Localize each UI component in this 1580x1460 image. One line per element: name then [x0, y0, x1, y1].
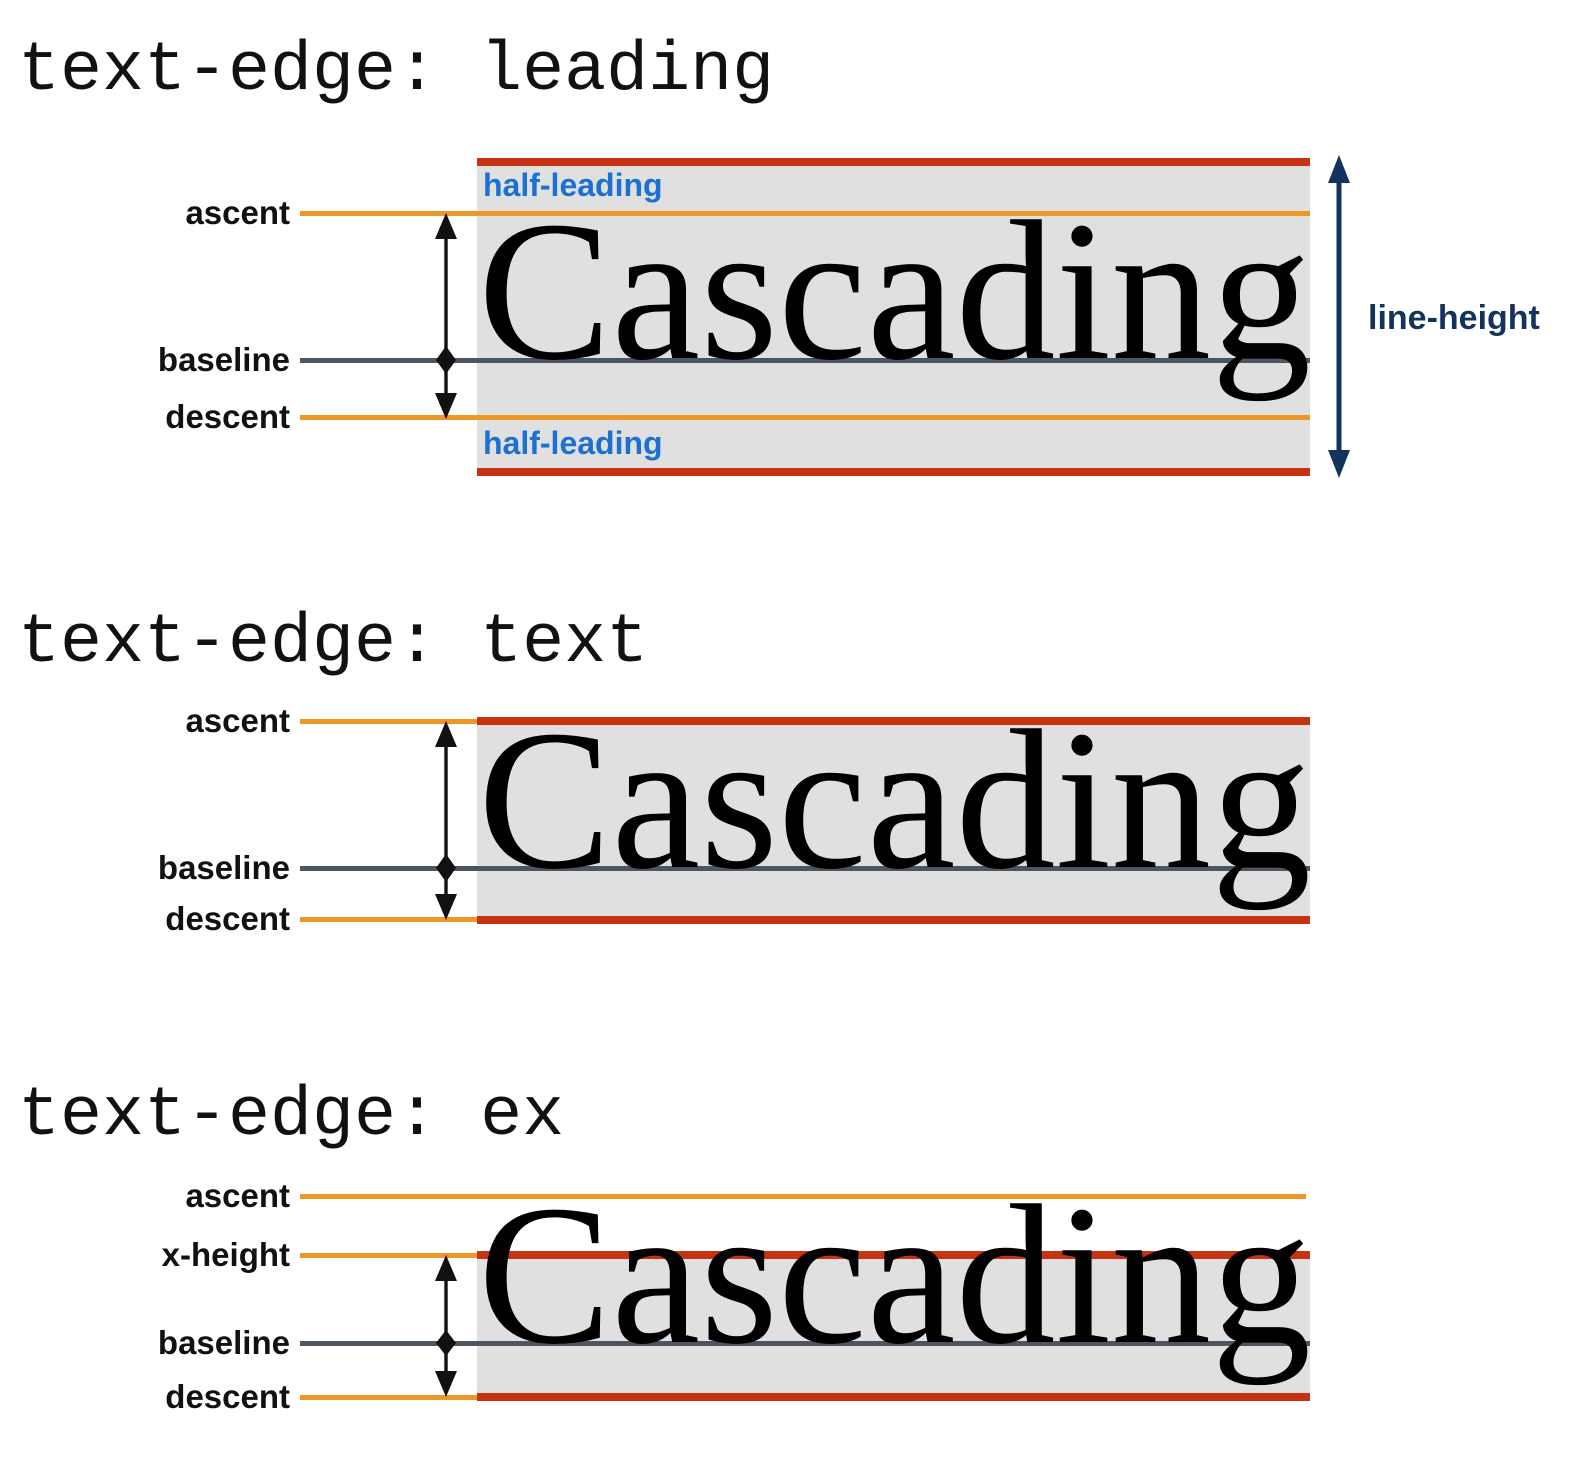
line-box-top-edge-leading [477, 158, 1310, 166]
ascent-line-ex [300, 1194, 1306, 1199]
descent-label-ex: descent [165, 1378, 290, 1415]
descent-line-ex [300, 1395, 477, 1400]
line-box-bottom-edge-ex [477, 1393, 1310, 1401]
baseline-line-leading [300, 358, 1310, 363]
baseline-label-leading: baseline [157, 341, 290, 378]
ascent-label-text: ascent [185, 702, 290, 739]
section-title-text: text-edge: text [18, 604, 649, 683]
sample-text-text: Cascading [478, 690, 1312, 911]
ascent-descent-arrow-icon [435, 721, 457, 920]
baseline-line-ex [300, 1341, 1310, 1346]
section-title-ex: text-edge: ex [18, 1077, 565, 1156]
half-leading-bottom-label: half-leading [483, 425, 663, 461]
baseline-line-text [300, 866, 1310, 871]
sample-text-leading: Cascading [478, 181, 1312, 402]
ascent-line-text [300, 719, 477, 724]
descent-line-leading [300, 415, 1310, 420]
x-height-label-ex: x-height [161, 1236, 290, 1273]
line-height-label: line-height [1368, 299, 1540, 337]
line-box-top-edge-ex [477, 1251, 1310, 1259]
x-height-descent-arrow-icon [435, 1255, 457, 1397]
line-box-ex [477, 1259, 1310, 1394]
ascent-line-leading [300, 211, 1310, 216]
line-box-bottom-edge-leading [477, 468, 1310, 476]
line-box-top-edge-text [477, 717, 1310, 725]
ascent-descent-arrow-icon [435, 213, 457, 419]
descent-label-text: descent [165, 900, 290, 937]
section-title-leading: text-edge: leading [18, 32, 775, 111]
line-box-bottom-edge-text [477, 916, 1310, 924]
half-leading-top-label: half-leading [483, 167, 663, 203]
line-height-arrow-icon [1328, 155, 1350, 478]
baseline-label-ex: baseline [157, 1324, 290, 1361]
x-height-line-ex [300, 1253, 477, 1258]
ascent-label-ex: ascent [185, 1177, 290, 1214]
descent-line-text [300, 917, 477, 922]
baseline-label-text: baseline [157, 849, 290, 886]
sample-text-ex: Cascading [478, 1165, 1312, 1386]
line-box-text [477, 725, 1310, 916]
descent-label-leading: descent [165, 398, 290, 435]
ascent-label-leading: ascent [185, 194, 290, 231]
